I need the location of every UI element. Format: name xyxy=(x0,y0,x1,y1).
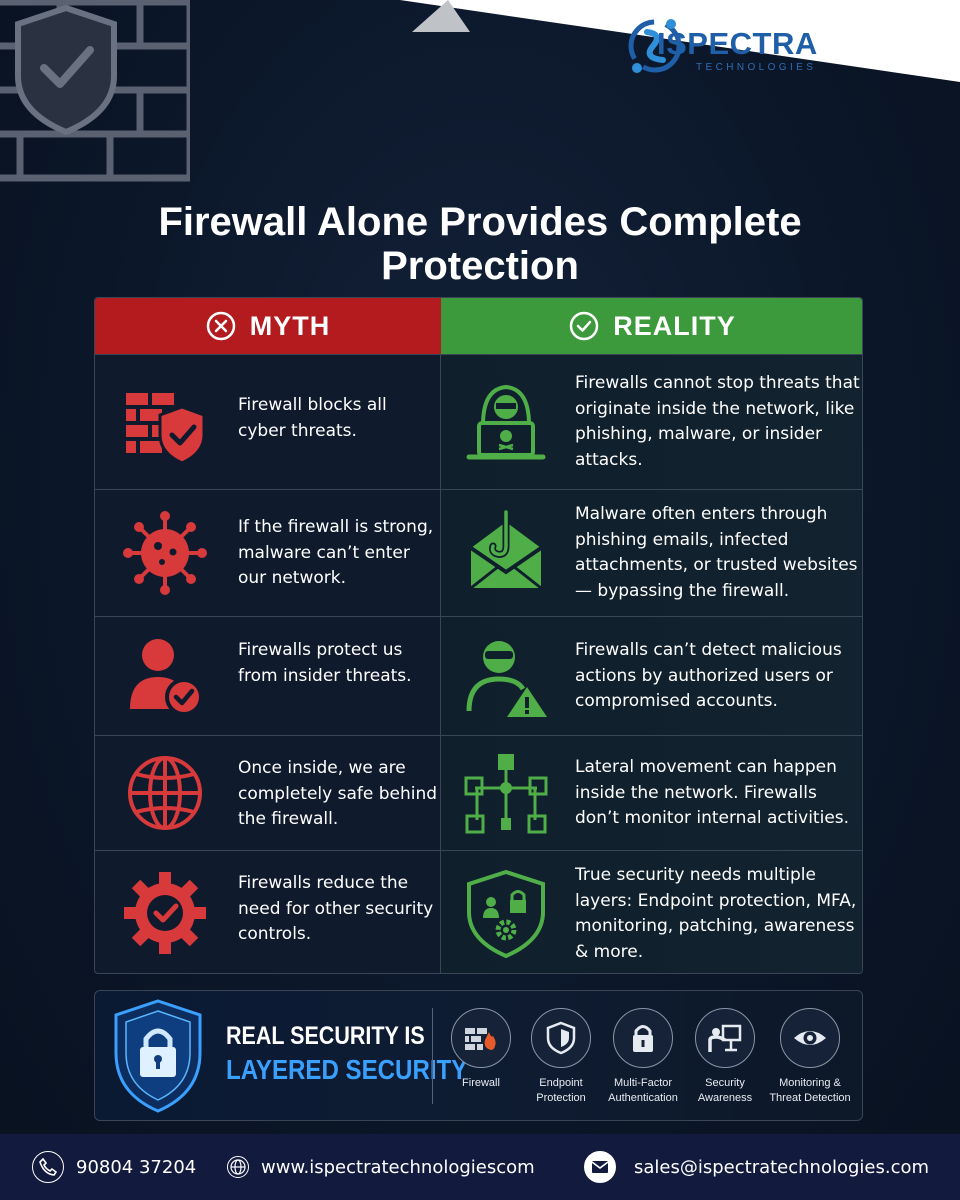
myth-header-label: MYTH xyxy=(249,310,331,341)
page-title: Firewall Alone Provides Complete Protect… xyxy=(158,200,802,288)
myth-text: Firewalls reduce the need for other secu… xyxy=(238,873,434,944)
gear-check-icon xyxy=(124,872,206,954)
brand-subtitle: TECHNOLOGIES xyxy=(696,62,817,73)
reality-text: Lateral movement can happen inside the n… xyxy=(575,757,850,828)
brick-wall-shield-icon xyxy=(0,0,190,182)
phone-icon xyxy=(32,1151,64,1183)
layer-label: Endpoint Protection xyxy=(536,1077,586,1104)
layer-monitoring: Monitoring & Threat Detection xyxy=(767,1008,853,1106)
layer-endpoint-protection: Endpoint Protection xyxy=(518,1008,604,1106)
layer-label: Multi-Factor Authentication xyxy=(608,1077,678,1104)
reality-header-label: REALITY xyxy=(613,310,736,341)
eye-icon xyxy=(794,1031,826,1045)
padlock-icon xyxy=(633,1025,653,1052)
security-layers-shield-icon xyxy=(467,869,545,958)
layer-firewall: Firewall xyxy=(438,1008,524,1091)
myth-cell: Firewalls protect us from insider threat… xyxy=(95,617,441,735)
reality-header: REALITY xyxy=(441,298,862,354)
myth-text: Firewall blocks all cyber threats. xyxy=(238,395,387,441)
reality-text: Firewalls can’t detect malicious actions… xyxy=(575,640,842,711)
presenter-icon xyxy=(708,1024,742,1052)
table-row: Firewalls reduce the need for other secu… xyxy=(95,850,862,973)
phishing-email-icon xyxy=(469,508,543,590)
myth-cell: Firewalls reduce the need for other secu… xyxy=(95,851,441,973)
mail-icon xyxy=(584,1151,616,1183)
myth-text: Firewalls protect us from insider threat… xyxy=(238,640,412,686)
banner-line-1: REAL SECURITY IS xyxy=(226,1022,425,1050)
reality-cell: Firewalls cannot stop threats that origi… xyxy=(441,355,862,489)
myth-cell: Firewall blocks all cyber threats. xyxy=(95,355,441,489)
firewall-shield-icon xyxy=(126,393,206,465)
reality-cell: True security needs multiple layers: End… xyxy=(441,851,862,973)
padlock-shield-icon xyxy=(114,999,202,1113)
banner-divider xyxy=(432,1008,433,1104)
reality-cell: Malware often enters through phishing em… xyxy=(441,490,862,616)
ispectra-logo-icon xyxy=(628,19,682,73)
check-circle-icon xyxy=(569,311,599,341)
endpoint-shield-icon xyxy=(546,1021,576,1055)
website-contact[interactable]: www.ispectratechnologiescom xyxy=(227,1150,535,1184)
myth-text: If the firewall is strong, malware can’t… xyxy=(238,517,434,588)
layer-label: Security Awareness xyxy=(697,1077,753,1104)
firewall-icon xyxy=(465,1028,496,1050)
table-row: Firewall blocks all cyber threats. Firew… xyxy=(95,354,862,489)
reality-text: True security needs multiple layers: End… xyxy=(575,865,857,962)
myth-cell: Once inside, we are completely safe behi… xyxy=(95,736,441,850)
contact-footer xyxy=(0,1134,960,1200)
layer-security-awareness: Security Awareness xyxy=(682,1008,768,1106)
phone-contact[interactable]: 90804 37204 xyxy=(32,1150,196,1184)
reality-cell: Firewalls can’t detect malicious actions… xyxy=(441,617,862,735)
globe-small-icon xyxy=(227,1156,249,1178)
table-row: Firewalls protect us from insider threat… xyxy=(95,616,862,735)
user-check-icon xyxy=(130,639,203,716)
email-contact[interactable]: sales@ispectratechnologies.com xyxy=(584,1150,929,1184)
layer-label: Firewall xyxy=(462,1077,500,1089)
myth-text: Once inside, we are completely safe behi… xyxy=(238,758,438,829)
brand-name: ISPECTRA xyxy=(657,26,818,61)
myth-cell: If the firewall is strong, malware can’t… xyxy=(95,490,441,616)
network-nodes-icon xyxy=(464,754,548,834)
myth-reality-table: MYTH REALITY Firewall blocks all cyber t… xyxy=(94,297,863,974)
reality-text: Firewalls cannot stop threats that origi… xyxy=(575,373,860,470)
phone-number: 90804 37204 xyxy=(76,1156,197,1178)
virus-icon xyxy=(123,511,207,595)
email-address: sales@ispectratechnologies.com xyxy=(634,1156,930,1178)
website-link: www.ispectratechnologiescom xyxy=(261,1156,535,1178)
reality-text: Malware often enters through phishing em… xyxy=(575,504,858,601)
table-row: If the firewall is strong, malware can’t… xyxy=(95,489,862,616)
globe-icon xyxy=(128,756,202,830)
insider-warning-icon xyxy=(466,641,547,717)
banner-line-2: LAYERED SECURITY xyxy=(226,1054,468,1085)
layer-mfa: Multi-Factor Authentication xyxy=(600,1008,686,1106)
hacker-laptop-icon xyxy=(466,384,546,460)
myth-header: MYTH xyxy=(95,298,441,354)
reality-cell: Lateral movement can happen inside the n… xyxy=(441,736,862,850)
layer-label: Monitoring & Threat Detection xyxy=(769,1077,851,1104)
table-row: Once inside, we are completely safe behi… xyxy=(95,735,862,850)
x-circle-icon xyxy=(206,311,235,341)
